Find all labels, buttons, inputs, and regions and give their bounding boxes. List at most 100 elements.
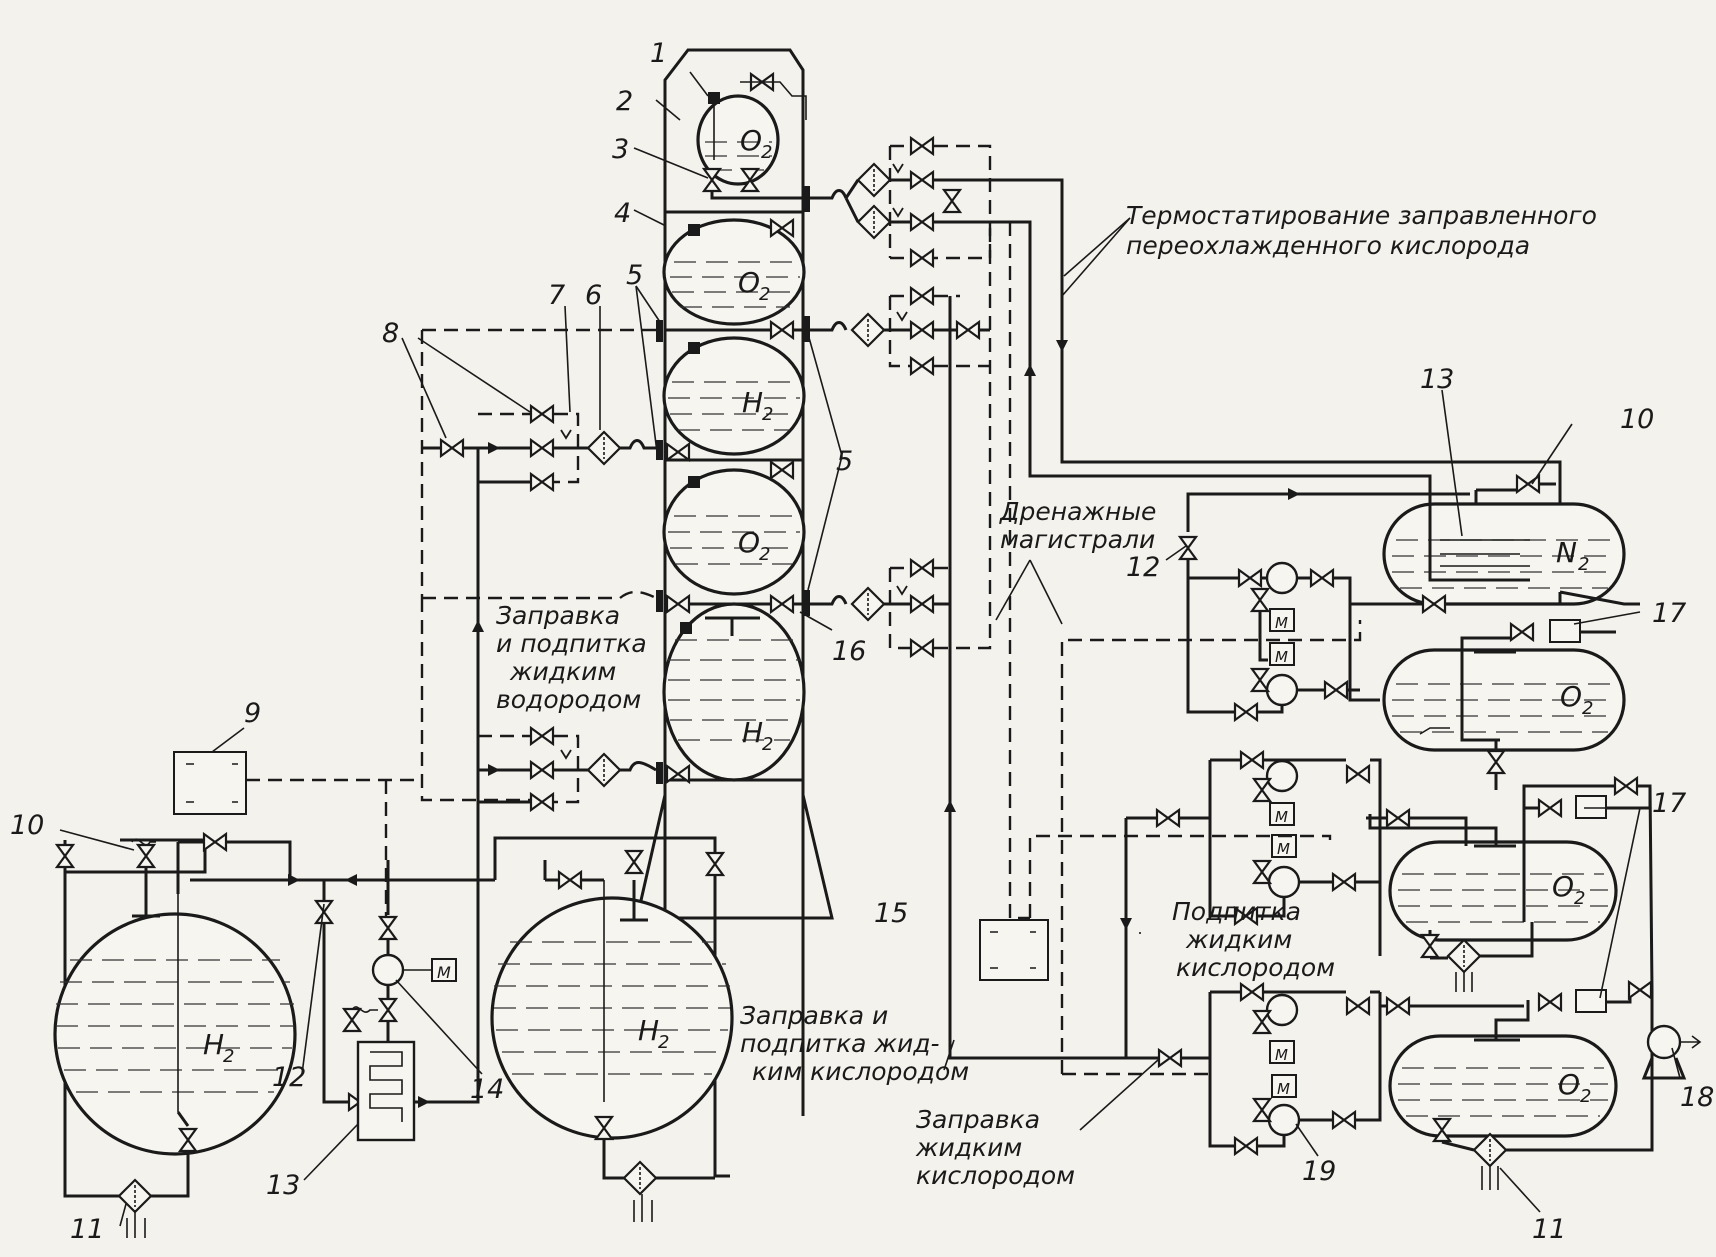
process-labels: Термостатирование заправленного переохла… <box>496 201 1597 1190</box>
callout-17-top: 17 <box>1652 598 1686 629</box>
callout-5-right: 5 <box>836 446 853 477</box>
label-o2-fill-makeup-2: подпитка жид- <box>740 1029 940 1058</box>
svg-text:H: H <box>742 386 763 419</box>
label-thermostat-1: Термостатирование заправленного <box>1126 201 1597 230</box>
heat-exchanger-13-left <box>356 1040 416 1142</box>
callout-11-right: 11 <box>1532 1214 1566 1245</box>
callout-7: 7 <box>548 280 565 311</box>
tank-o2-upper: O2 <box>662 218 806 326</box>
callout-1: 1 <box>650 38 667 69</box>
svg-text:2: 2 <box>762 734 773 755</box>
svg-text:2: 2 <box>1578 554 1589 575</box>
leader-lines <box>59 71 1681 1227</box>
svg-text:2: 2 <box>1574 888 1585 909</box>
callout-17-mid: 17 <box>1652 788 1686 819</box>
label-o2-fill-makeup-3: ким кислородом <box>752 1057 969 1086</box>
motor-label-d: M <box>1277 840 1290 858</box>
label-h2-fill-1: Заправка <box>496 601 620 630</box>
callout-4: 4 <box>614 198 631 229</box>
tank-o2-middle: O2 <box>662 468 806 596</box>
label-drain-1: Дренажные <box>999 497 1156 526</box>
motor-label-b: M <box>1275 648 1288 666</box>
svg-text:2: 2 <box>223 1046 234 1067</box>
label-o2-makeup-2: жидким <box>1185 925 1292 954</box>
pump-group-middle: M M <box>1124 750 1468 958</box>
svg-text:H: H <box>203 1028 224 1061</box>
label-h2-fill-4: водородом <box>496 685 641 714</box>
label-drain-2: магистрали <box>1000 525 1155 554</box>
hydrogen-supply-line <box>430 448 480 1104</box>
pump-group-lower: M M <box>1105 958 1524 1156</box>
callout-10-left: 10 <box>10 810 44 841</box>
rocket-connectors <box>656 72 810 784</box>
callout-9: 9 <box>244 698 261 729</box>
callout-16: 16 <box>832 636 866 667</box>
svg-text:2: 2 <box>1582 698 1593 719</box>
callout-13-right: 13 <box>1420 364 1454 395</box>
svg-text:2: 2 <box>761 142 772 163</box>
callout-6: 6 <box>585 280 602 311</box>
callout-18: 18 <box>1680 1082 1714 1113</box>
svg-text:2: 2 <box>759 544 770 565</box>
label-h2-fill-3: жидким <box>509 657 616 686</box>
label-thermostat-2: переохлажденного кислорода <box>1126 231 1530 260</box>
callout-3: 3 <box>612 134 629 165</box>
label-h2-fill-2: и подпитка <box>496 629 647 658</box>
motor-label-a: M <box>1275 614 1288 632</box>
motor-label: M <box>437 963 451 982</box>
callout-12-left: 12 <box>272 1062 306 1093</box>
label-o2-makeup-1: Подпитка <box>1172 897 1301 926</box>
svg-text:O: O <box>740 124 762 157</box>
svg-text:H: H <box>742 716 763 749</box>
vent-box-9 <box>173 751 247 815</box>
label-o2-fill-1: Заправка <box>916 1105 1040 1134</box>
callout-11-left: 11 <box>70 1214 104 1245</box>
svg-text:O: O <box>1560 680 1582 713</box>
callout-14: 14 <box>470 1074 504 1105</box>
drain-lines <box>1008 222 1362 1076</box>
svg-text:H: H <box>638 1014 659 1047</box>
storage-tank-h2-right: H2 <box>490 836 734 1222</box>
vent-box-15 <box>979 919 1049 981</box>
callout-15: 15 <box>874 898 908 929</box>
motor-label-c: M <box>1275 808 1288 826</box>
callout-12-right: 12 <box>1126 552 1160 583</box>
callout-8: 8 <box>382 318 399 349</box>
callout-19: 19 <box>1302 1156 1336 1187</box>
svg-text:O: O <box>738 526 760 559</box>
callout-numbers: 1 2 3 4 5 5 6 7 8 9 10 10 11 11 12 12 13… <box>10 38 1714 1245</box>
svg-text:O: O <box>1552 870 1574 903</box>
flow-arrows <box>288 340 1300 1108</box>
pump-group-upper: M M <box>1178 535 1462 722</box>
svg-text:N: N <box>1556 536 1577 569</box>
svg-text:O: O <box>738 266 760 299</box>
callout-10-right: 10 <box>1620 404 1654 435</box>
label-o2-fill-3: кислородом <box>916 1161 1075 1190</box>
svg-text:2: 2 <box>759 284 770 305</box>
svg-text:2: 2 <box>1580 1086 1591 1107</box>
callout-13-left: 13 <box>266 1170 300 1201</box>
motor-label-e: M <box>1275 1046 1288 1064</box>
storage-tank-h2-left: H2 <box>53 832 297 1238</box>
oxygen-manifold-middle <box>810 286 1105 1060</box>
svg-text:2: 2 <box>762 404 773 425</box>
hydrogen-manifold-upper <box>420 328 657 600</box>
tank-h2-lower: H2 <box>662 602 806 782</box>
motor-label-f: M <box>1277 1080 1290 1098</box>
label-o2-fill-2: жидким <box>915 1133 1022 1162</box>
callout-5-left: 5 <box>626 260 643 291</box>
callout-2: 2 <box>616 86 633 117</box>
oxygen-manifold-lower <box>810 222 992 658</box>
drain-line-left <box>246 778 422 940</box>
svg-text:2: 2 <box>658 1032 669 1053</box>
svg-text:O: O <box>1558 1068 1580 1101</box>
label-o2-makeup-3: кислородом <box>1176 953 1335 982</box>
tank-o2-top: O2 <box>696 92 780 186</box>
tank-h2-upper: H2 <box>662 336 806 456</box>
label-o2-fill-makeup-1: Заправка и <box>740 1001 888 1030</box>
